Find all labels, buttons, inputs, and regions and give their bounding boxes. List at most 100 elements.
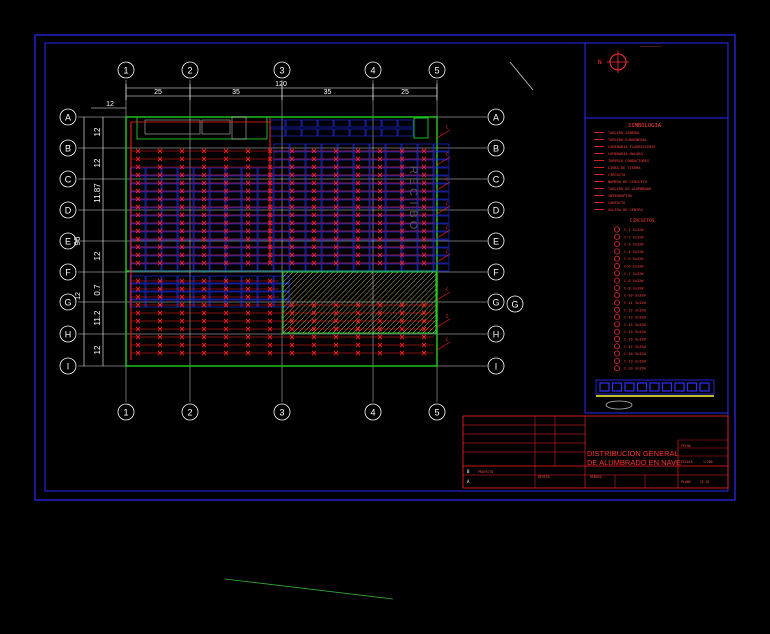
circuit-mark	[377, 204, 383, 210]
circuit-mark	[421, 188, 427, 194]
stray-line-bottom	[224, 578, 394, 600]
circuit-symbol-icon	[614, 299, 620, 306]
luminaire	[397, 128, 414, 137]
circuit-mark	[311, 244, 317, 250]
circuit-mark	[245, 220, 251, 226]
dimension-left-segment: 11.87	[93, 183, 102, 203]
circuit-mark	[157, 204, 163, 210]
luminaire	[285, 128, 302, 137]
circuit-mark	[179, 148, 185, 154]
circuit-mark	[179, 228, 185, 234]
circuit-mark	[135, 156, 141, 162]
luminaire	[285, 119, 302, 128]
circuit-mark	[223, 286, 229, 292]
luminaire	[273, 263, 290, 272]
grid-bubble-circle	[487, 139, 505, 157]
circuit-mark	[377, 310, 383, 316]
leader-note: C	[446, 225, 449, 230]
revision-row-b: B	[467, 469, 470, 474]
dimension-left-segment: 0.7	[93, 284, 102, 296]
grid-bubble-circle	[59, 201, 77, 219]
grid-bubble-label: E	[65, 237, 71, 247]
circuit-mark	[223, 196, 229, 202]
grid-bubble-circle	[59, 325, 77, 343]
circuit-list-item: C-7 3x32W	[624, 272, 644, 276]
luminaire	[273, 275, 290, 284]
circuit-mark	[333, 156, 339, 162]
circuit-mark	[377, 148, 383, 154]
leader-line	[436, 253, 451, 263]
circuit-mark	[201, 236, 207, 242]
circuit-symbol-icon	[614, 241, 620, 248]
luminaire	[349, 119, 366, 128]
circuit-mark	[179, 164, 185, 170]
logo-letter	[661, 382, 673, 392]
circuit-mark	[355, 156, 361, 162]
circuit-mark	[245, 326, 251, 332]
circuit-mark	[245, 212, 251, 218]
circuit-mark	[157, 310, 163, 316]
grid-bubble-label: 3	[279, 408, 284, 418]
circuit-mark	[377, 252, 383, 258]
circuit-mark	[245, 286, 251, 292]
stray-line-top	[509, 61, 534, 91]
dimension-bay: 35	[232, 89, 240, 96]
hatch-line	[283, 272, 339, 329]
circuit-mark	[245, 164, 251, 170]
circuit-mark	[135, 350, 141, 356]
circuit-mark	[157, 278, 163, 284]
circuit-list-item: C-16 3x32W	[624, 338, 646, 342]
grid-row-bubble-left: G	[59, 293, 77, 311]
circuit-mark	[267, 326, 273, 332]
circuit-mark	[135, 252, 141, 258]
legend-item: CONTACTO	[608, 201, 625, 205]
grid-row-bubble-left: B	[59, 139, 77, 157]
circuit-mark	[157, 350, 163, 356]
circuit-mark	[377, 196, 383, 202]
grid-row-bubble-extra: G	[506, 295, 524, 313]
grid-row-bubble-left: D	[59, 201, 77, 219]
circuit-mark	[355, 318, 361, 324]
luminaire	[129, 275, 146, 284]
hatch-line	[283, 272, 304, 293]
circuit-mark	[223, 278, 229, 284]
circuit-symbol-icon	[614, 263, 620, 269]
circuit-mark	[333, 318, 339, 324]
grid-bubble-circle	[181, 403, 199, 421]
circuit-mark	[135, 260, 141, 266]
grid-bubble-label: F	[65, 268, 71, 278]
circuit-mark	[157, 180, 163, 186]
circuit-mark	[421, 204, 427, 210]
circuit-mark	[179, 342, 185, 348]
luminaire	[433, 215, 450, 224]
grid-bubble-label: C	[493, 175, 500, 185]
dimension-bay: 35	[324, 89, 332, 96]
luminaire	[129, 291, 146, 300]
leader-line	[436, 205, 451, 215]
luminaire	[433, 199, 450, 208]
luminaire	[177, 291, 194, 300]
stair	[231, 116, 247, 140]
hatch-line	[283, 272, 344, 333]
circuit-mark	[333, 236, 339, 242]
circuit-mark	[245, 302, 251, 308]
circuit-list-item: C-18 3x32W	[624, 352, 646, 356]
circuit-mark	[289, 204, 295, 210]
grid-bubble-label: B	[65, 144, 71, 154]
circuit-mark	[157, 342, 163, 348]
circuit-mark	[377, 236, 383, 242]
circuit-list-item: C-4 3x32W	[624, 250, 644, 254]
circuit-mark	[201, 310, 207, 316]
grid-bubble-circle	[487, 108, 505, 126]
circuit-mark	[289, 172, 295, 178]
circuit-symbol-icon	[614, 270, 620, 277]
grid-bubble-circle	[487, 170, 505, 188]
grid-bubble-circle	[364, 61, 382, 79]
hatch-line	[337, 272, 399, 333]
grid-column-bubble-top: 5	[428, 61, 446, 79]
circuit-list-item: C-10 3x32W	[624, 294, 646, 298]
dimension-bay: 25	[401, 89, 409, 96]
circuit-mark	[311, 318, 317, 324]
